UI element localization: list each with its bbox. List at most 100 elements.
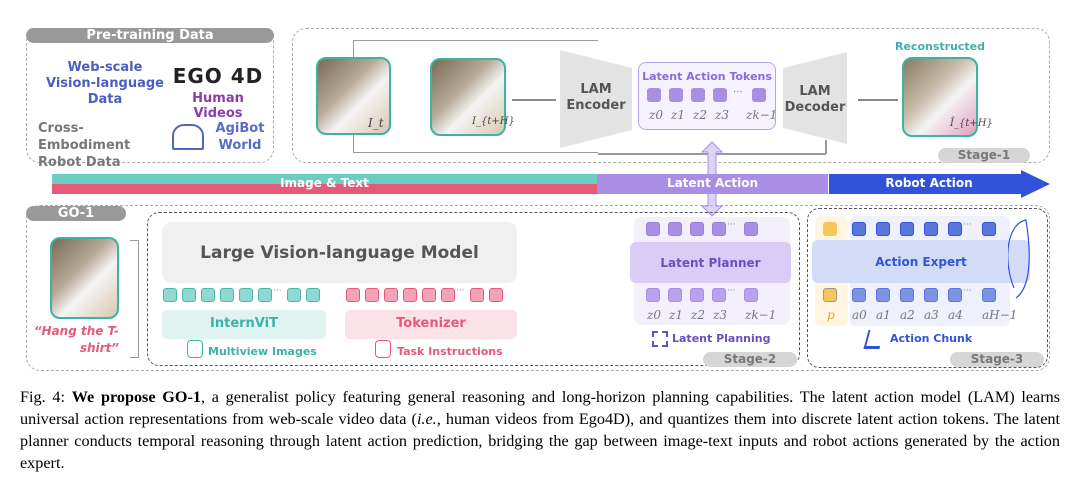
ego4d-logo: EGO 4D: [172, 64, 264, 88]
z-label: z0: [649, 108, 663, 122]
lam-decoder-label: LAM Decoder: [784, 84, 846, 115]
colosseum-icon: [172, 124, 204, 150]
robot-action-label: Robot Action: [885, 176, 973, 190]
lam-encoder-label: LAM Encoder: [566, 82, 626, 113]
token: [924, 288, 938, 302]
caption-text: , a generalist policy featuring general …: [20, 388, 1061, 428]
token: [668, 288, 682, 302]
token: [690, 222, 704, 236]
multiview-images-label: Multiview Images: [208, 345, 317, 358]
a-label: a0: [852, 308, 867, 322]
token: [646, 288, 660, 302]
ellipsis: ···: [456, 286, 465, 296]
caption-label: Fig. 4:: [20, 388, 65, 406]
action-chunk-label: Action Chunk: [890, 332, 973, 345]
ellipsis: ···: [963, 220, 972, 230]
reconstructed-label: Reconstructed: [895, 40, 986, 53]
token: [470, 288, 484, 302]
token: [852, 288, 866, 302]
instruction-text: “Hang the T-shirt”: [33, 324, 119, 355]
action-expert-box: [812, 240, 1030, 283]
frame-t-label: I_t: [368, 116, 384, 130]
observation-image: [50, 237, 119, 319]
token: [422, 288, 436, 302]
p-label: p: [827, 308, 835, 322]
agibot-label: AgiBot World: [215, 121, 265, 153]
arrow-to-encoder: [512, 99, 556, 101]
token: [924, 222, 938, 236]
z-label: z0: [647, 308, 661, 322]
token: [712, 222, 726, 236]
stage3-panel: [807, 208, 1048, 368]
image-text-label: Image & Text: [280, 176, 369, 190]
a-label: a2: [900, 308, 915, 322]
latent-action-tokens-title: Latent Action Tokens: [642, 70, 772, 83]
token: [852, 222, 866, 236]
robot-action-arrow: [829, 170, 1050, 198]
token: [441, 288, 455, 302]
token: [876, 222, 890, 236]
latent-action-bar: [597, 174, 828, 194]
lam-decoder-shape: [783, 52, 847, 144]
token: [306, 288, 320, 302]
web-data-label: Web-scale Vision-language Data: [45, 60, 164, 107]
token: [201, 288, 215, 302]
z-label: z1: [669, 308, 683, 322]
action-expert-label: Action Expert: [875, 255, 967, 269]
ellipsis: ···: [733, 87, 743, 98]
internvit-box: [162, 310, 326, 339]
a-label: a4: [948, 308, 963, 322]
task-instructions-label: Task Instructions: [397, 345, 503, 358]
stage2-panel: [147, 212, 800, 366]
token: [220, 288, 234, 302]
ellipsis: ···: [963, 286, 972, 296]
latent-token: [752, 88, 766, 102]
token: [744, 222, 758, 236]
a-label: a3: [924, 308, 939, 322]
lvlm-box: [162, 222, 517, 283]
frame-t-image: [316, 57, 391, 135]
tokenizer-box: [345, 310, 517, 339]
internvit-label: InternViT: [210, 316, 278, 331]
z-label: zk−1: [745, 308, 777, 322]
image-text-bar-red: [52, 184, 597, 194]
latent-planning-label: Latent Planning: [672, 332, 771, 345]
skip-arrow-up: [825, 140, 827, 154]
a-label: aH−1: [982, 308, 1018, 322]
multiview-images-icon: [187, 340, 203, 358]
human-videos-label: Human Videos: [192, 91, 244, 121]
token: [163, 288, 177, 302]
ellipsis: ···: [727, 220, 736, 230]
token: [365, 288, 379, 302]
z-label: zk−1: [746, 108, 778, 122]
token: [668, 222, 682, 236]
go1-title: GO-1: [26, 206, 126, 221]
z-label: z2: [691, 308, 705, 322]
z-label: z2: [693, 108, 707, 122]
lam-encoder-shape: [560, 50, 632, 148]
stage1-badge: Stage-1: [938, 148, 1030, 163]
proprio-token: [823, 288, 837, 302]
token: [403, 288, 417, 302]
caption-bold: We propose GO-1: [71, 388, 201, 406]
stage2-badge: Stage-2: [703, 352, 797, 367]
stage3-badge: Stage-3: [950, 352, 1044, 367]
reconstructed-frame-label: Î_{t+H}: [950, 118, 993, 129]
cross-embodiment-label: Cross-Embodiment Robot Data: [38, 121, 131, 170]
ellipsis: ···: [273, 286, 282, 296]
z-label: z3: [713, 308, 727, 322]
latent-planner-label: Latent Planner: [660, 256, 761, 270]
token: [982, 288, 996, 302]
latent-planning-icon: [652, 331, 668, 347]
token: [712, 288, 726, 302]
figure-caption: Fig. 4: We propose GO-1, a generalist po…: [20, 386, 1060, 474]
caption-text: human videos from Ego4D), and quantizes …: [20, 410, 1060, 472]
pretraining-title: Pre-training Data: [26, 28, 274, 43]
z-label: z1: [671, 108, 685, 122]
token: [258, 288, 272, 302]
frame-th-image: [430, 58, 506, 136]
z-label: z3: [715, 108, 729, 122]
token: [384, 288, 398, 302]
a-label: a1: [876, 308, 891, 322]
